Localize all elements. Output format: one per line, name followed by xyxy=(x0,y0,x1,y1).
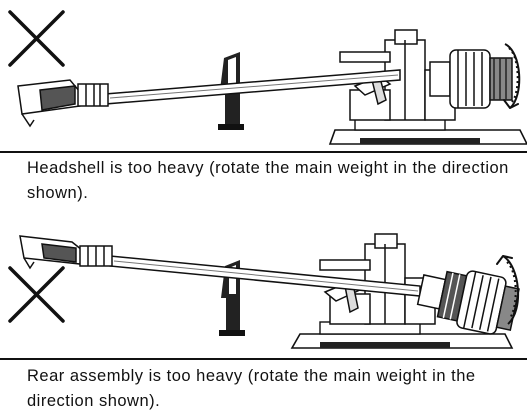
main-counterweight xyxy=(429,49,513,109)
headshell xyxy=(19,235,113,270)
caption-headshell-heavy: Headshell is too heavy (rotate the main … xyxy=(27,159,509,202)
illustration-headshell-heavy: Headshell is too heavy (rotate the main … xyxy=(0,0,527,206)
rotate-arrow-icon xyxy=(496,255,520,325)
illustration-rear-heavy: Rear assembly is too heavy (rotate the m… xyxy=(0,206,527,412)
headshell xyxy=(17,79,109,128)
caption-rear-heavy: Rear assembly is too heavy (rotate the m… xyxy=(27,367,476,410)
main-counterweight xyxy=(416,270,520,335)
turntable-base xyxy=(0,321,527,360)
tonearm-drawing-tilted-down xyxy=(0,10,527,153)
rotate-arrow-icon xyxy=(503,43,521,109)
x-mark-icon xyxy=(8,10,65,67)
x-mark-icon xyxy=(8,266,65,323)
tonearm-drawing-tilted-up xyxy=(0,233,527,360)
turntable-base xyxy=(0,117,527,153)
